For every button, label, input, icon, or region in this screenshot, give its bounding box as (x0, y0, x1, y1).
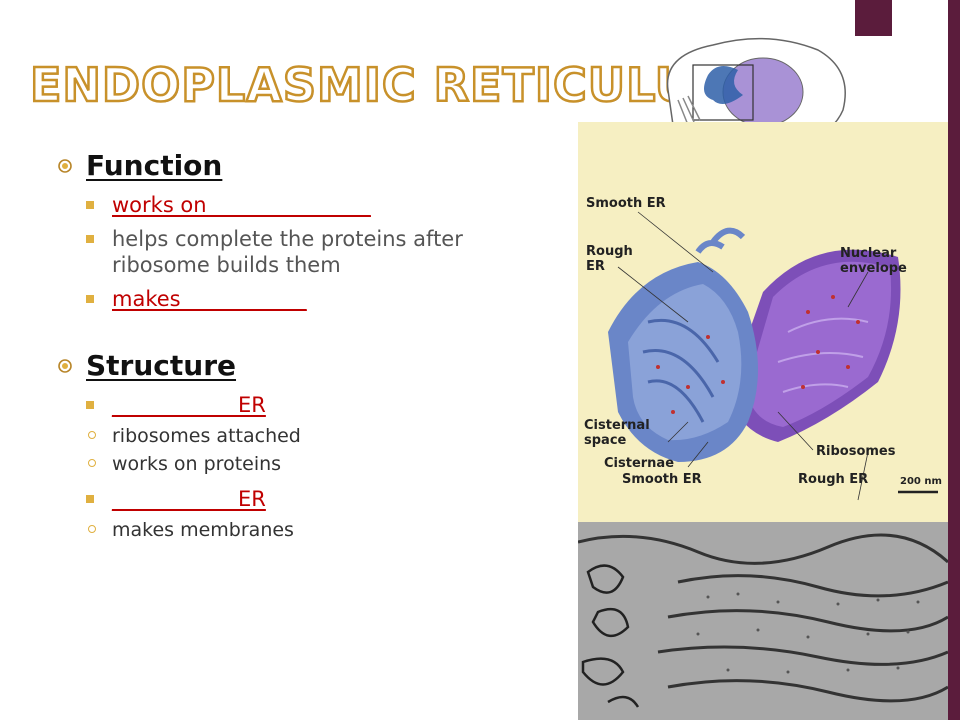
circle-bullet-icon (88, 525, 96, 533)
square-bullet-icon (86, 201, 94, 209)
er-figure: Smooth ER Rough ER Nuclear envelope Cist… (577, 30, 950, 720)
detail-item: makes membranes (58, 516, 558, 544)
circle-bullet-icon (88, 459, 96, 467)
micrograph (577, 522, 950, 720)
fill-blank-text: works on _______________ (112, 193, 371, 217)
circle-bullet-icon (58, 359, 72, 373)
label-cisternae: Cisternae (604, 456, 675, 471)
label-smooth-er-top: Smooth ER (586, 196, 666, 211)
list-item: works on _______________ (58, 192, 558, 218)
cell-thumbnail-icon (666, 37, 846, 147)
structure-heading: Structure (58, 346, 558, 386)
square-bullet-icon (86, 401, 94, 409)
accent-rail (948, 0, 960, 720)
item-text: helps complete the proteins after riboso… (112, 227, 463, 277)
square-bullet-icon (86, 235, 94, 243)
er-diagram (608, 211, 938, 501)
circle-bullet-icon (58, 159, 72, 173)
detail-text: makes membranes (112, 519, 294, 541)
label-nuclear-envelope: Nuclear envelope (840, 246, 907, 276)
label-rough-er-bottom: Rough ER (798, 472, 869, 487)
slide-title: Endoplasmic Reticulum (29, 57, 740, 114)
square-bullet-icon (86, 495, 94, 503)
content-area: Function works on _______________ helps … (58, 146, 558, 552)
accent-bar (855, 0, 892, 36)
detail-item: ribosomes attached (58, 422, 558, 450)
label-rough-er: Rough ER (586, 244, 633, 274)
square-bullet-icon (86, 295, 94, 303)
micrograph-image (577, 522, 950, 720)
diagram-panel: Smooth ER Rough ER Nuclear envelope Cist… (578, 122, 948, 522)
label-ribosomes: Ribosomes (816, 444, 896, 459)
list-item: ____________ER makes membranes (58, 486, 558, 544)
detail-text: ribosomes attached (112, 425, 301, 447)
list-item: ____________ER ribosomes attached works … (58, 392, 558, 478)
fill-blank-text: ____________ER (112, 487, 266, 511)
list-item: helps complete the proteins after riboso… (58, 226, 558, 278)
label-scale-bar: 200 nm (900, 476, 942, 487)
function-heading-text: Function (86, 149, 223, 182)
label-smooth-er-bottom: Smooth ER (622, 472, 702, 487)
list-item: makes____________ (58, 286, 558, 312)
fill-blank-text: makes____________ (112, 287, 307, 311)
circle-bullet-icon (88, 431, 96, 439)
accent-divider (855, 36, 948, 40)
detail-text: works on proteins (112, 453, 282, 475)
fill-blank-text: ____________ER (112, 393, 266, 417)
structure-list: ____________ER ribosomes attached works … (58, 392, 558, 544)
function-list: works on _______________ helps complete … (58, 192, 558, 312)
detail-item: works on proteins (58, 450, 558, 478)
function-heading: Function (58, 146, 558, 186)
detail-list: ribosomes attached works on proteins (88, 422, 558, 478)
label-cisternal-space: Cisternal space (584, 418, 650, 448)
detail-list: makes membranes (88, 516, 558, 544)
structure-heading-text: Structure (86, 349, 237, 382)
